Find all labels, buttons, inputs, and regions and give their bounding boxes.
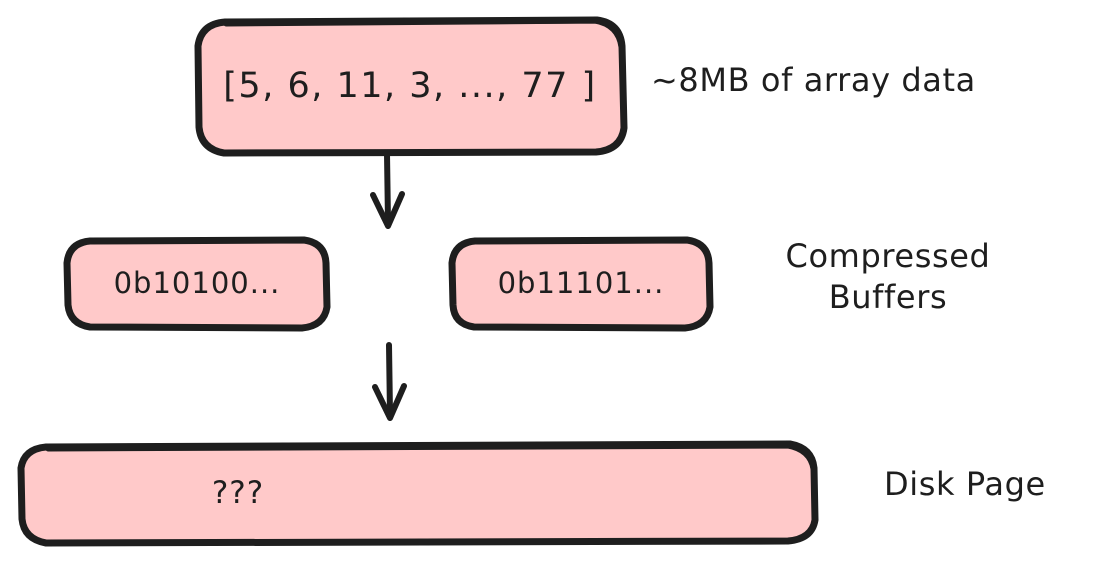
compressed-buffer-left-box-outline — [63, 236, 331, 332]
array-data-box[interactable]: [5, 6, 11, 3, ..., 77 ] — [194, 16, 628, 157]
array-data-box-label: [5, 6, 11, 3, ..., 77 ] — [223, 66, 597, 107]
array-data-annotation: ~8MB of array data — [651, 61, 976, 99]
arrow-array-to-buffers — [370, 151, 405, 229]
compressed-buffers-annotation: Compressed Buffers — [785, 237, 991, 316]
compressed-buffer-left-box[interactable]: 0b10100... — [63, 236, 331, 332]
disk-page-annotation: Disk Page — [884, 465, 1046, 503]
disk-page-box-label: ??? — [211, 475, 265, 512]
compressed-buffer-right-box[interactable]: 0b11101... — [448, 236, 714, 332]
disk-page-box[interactable]: ??? — [17, 440, 819, 547]
compressed-buffer-right-box-outline — [448, 236, 714, 332]
disk-page-box-outline — [17, 440, 819, 547]
array-data-box-outline — [194, 16, 628, 157]
compressed-buffer-right-label: 0b11101... — [497, 266, 665, 301]
compressed-buffer-left-label: 0b10100... — [113, 266, 281, 301]
arrow-buffers-to-disk — [372, 342, 407, 421]
